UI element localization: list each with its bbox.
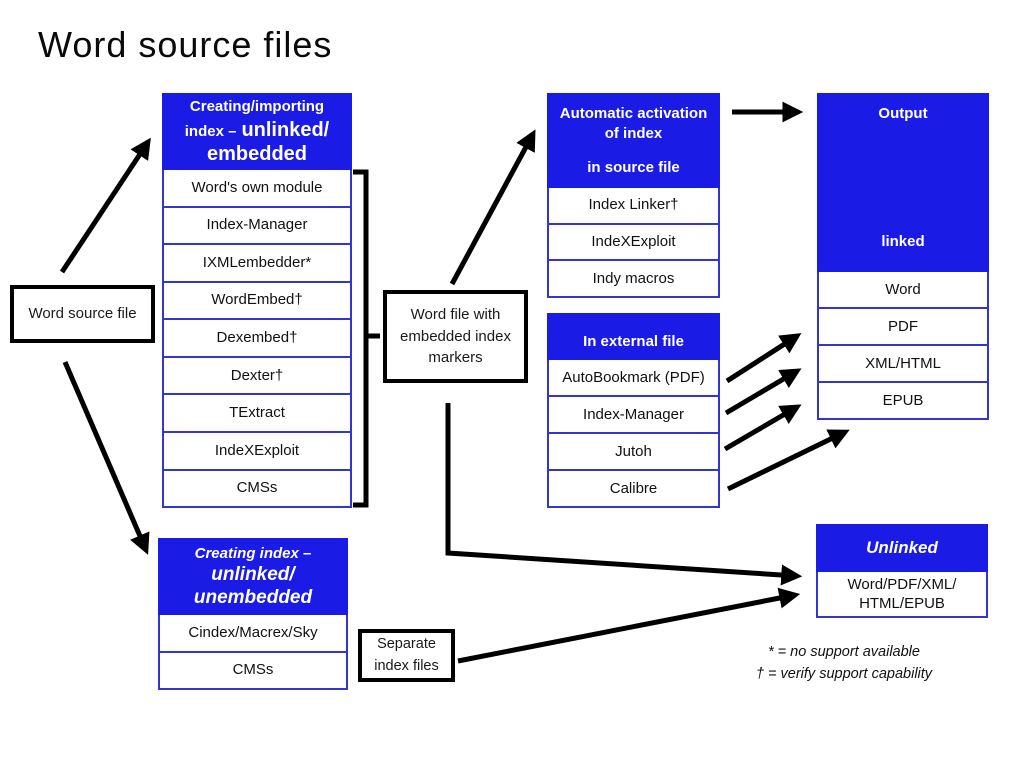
list-item: Dexter† bbox=[164, 357, 350, 396]
header-title: Output bbox=[878, 105, 928, 122]
word-file-embedded-label: Word file with embedded index markers bbox=[400, 305, 511, 367]
list-item: TExtract bbox=[164, 395, 350, 433]
creating-importing-list: Word's own module Index-Manager IXMLembe… bbox=[162, 170, 352, 508]
list-item: Index Linker† bbox=[549, 188, 718, 225]
list-item: Dexembed† bbox=[164, 320, 350, 358]
unlinked-header: Unlinked bbox=[816, 524, 988, 572]
word-source-file-box: Word source file bbox=[10, 285, 155, 343]
header-line: unembedded bbox=[193, 586, 313, 608]
header-line: Creating index – bbox=[194, 544, 312, 562]
list-item: Word's own module bbox=[164, 170, 350, 208]
list-item: IXMLembedder* bbox=[164, 245, 350, 283]
output-list: Word PDF XML/HTML EPUB bbox=[817, 272, 989, 420]
list-item: Cindex/Macrex/Sky bbox=[160, 615, 346, 653]
header-line: embedded bbox=[206, 142, 308, 165]
arrow-source-to-unembedded bbox=[62, 361, 150, 555]
list-item: Calibre bbox=[549, 471, 718, 506]
in-external-file-box: In external file AutoBookmark (PDF) Inde… bbox=[547, 313, 720, 508]
list-item: PDF bbox=[819, 309, 987, 346]
creating-importing-header: Creating/importing index –unlinked/ embe… bbox=[162, 93, 352, 170]
list-item: WordEmbed† bbox=[164, 282, 350, 321]
creating-unembedded-box: Creating index – unlinked/ unembedded Ci… bbox=[158, 538, 348, 690]
header-line: index –unlinked/ bbox=[184, 118, 330, 141]
auto-activation-box: Automatic activation of index in source … bbox=[547, 93, 720, 298]
output-box: Output linked Word PDF XML/HTML EPUB bbox=[817, 93, 989, 420]
list-item: IndeXExploit bbox=[549, 224, 718, 262]
creating-unembedded-header: Creating index – unlinked/ unembedded bbox=[158, 538, 348, 615]
word-source-file-label: Word source file bbox=[28, 305, 137, 323]
unlinked-box: Unlinked Word/PDF/XML/ HTML/EPUB bbox=[816, 524, 988, 618]
list-item: Index-Manager bbox=[549, 397, 718, 434]
list-item: XML/HTML bbox=[819, 346, 987, 383]
footnotes: * = no support available † = verify supp… bbox=[728, 641, 960, 686]
in-external-file-list: AutoBookmark (PDF) Index-Manager Jutoh C… bbox=[547, 360, 720, 508]
separate-index-files-box: Separate index files bbox=[358, 629, 455, 682]
header-title: Automatic activation of index bbox=[559, 105, 708, 143]
arrow-indexmanager-to-output bbox=[724, 368, 802, 416]
output-header: Output linked bbox=[817, 93, 989, 272]
list-item: IndeXExploit bbox=[164, 432, 350, 471]
auto-activation-header: Automatic activation of index in source … bbox=[547, 93, 720, 188]
arrow-source-to-creating bbox=[59, 137, 151, 274]
header-title: Unlinked bbox=[866, 538, 938, 557]
header-line: unlinked/ bbox=[211, 563, 295, 585]
header-title: In external file bbox=[583, 332, 684, 350]
list-item: CMSs bbox=[160, 652, 346, 688]
arrow-calibre-to-output bbox=[726, 429, 850, 492]
arrow-autobookmark-to-output bbox=[725, 333, 802, 384]
header-subtitle: linked bbox=[881, 232, 925, 250]
arrow-jutoh-to-output bbox=[723, 404, 802, 452]
list-item: Jutoh bbox=[549, 434, 718, 471]
page-title: Word source files bbox=[38, 24, 333, 65]
list-item: CMSs bbox=[164, 470, 350, 507]
arrow-wordfile-to-autoactivation bbox=[449, 129, 536, 286]
list-item: Indy macros bbox=[549, 261, 718, 297]
header-line: Creating/importing bbox=[189, 98, 325, 116]
bracket-list-to-wordfile bbox=[353, 169, 380, 508]
unlinked-formats-line1: Word/PDF/XML/ bbox=[847, 575, 957, 593]
list-item: Word/PDF/XML/ HTML/EPUB bbox=[818, 572, 986, 616]
auto-activation-list: Index Linker† IndeXExploit Indy macros bbox=[547, 188, 720, 298]
list-item: AutoBookmark (PDF) bbox=[549, 360, 718, 397]
footnote-asterisk: * = no support available bbox=[768, 644, 920, 660]
unlinked-formats-line2: HTML/EPUB bbox=[859, 595, 945, 612]
word-file-embedded-box: Word file with embedded index markers bbox=[383, 290, 528, 383]
in-external-file-header: In external file bbox=[547, 313, 720, 360]
list-item: Index-Manager bbox=[164, 207, 350, 246]
header-subtitle: in source file bbox=[587, 158, 680, 176]
separate-index-files-label: Separate index files bbox=[374, 636, 439, 674]
list-item: Word bbox=[819, 272, 987, 309]
creating-unembedded-list: Cindex/Macrex/Sky CMSs bbox=[158, 615, 348, 690]
unlinked-list: Word/PDF/XML/ HTML/EPUB bbox=[816, 572, 988, 618]
creating-importing-box: Creating/importing index –unlinked/ embe… bbox=[162, 93, 352, 508]
footnote-dagger: † = verify support capability bbox=[755, 666, 933, 683]
list-item: EPUB bbox=[819, 383, 987, 418]
